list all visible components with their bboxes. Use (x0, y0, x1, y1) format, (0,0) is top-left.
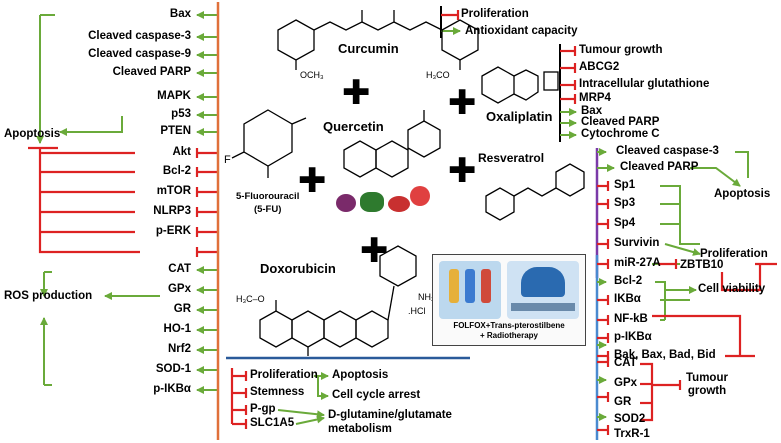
oxaliplatin-structure (481, 66, 559, 104)
doxorubicin-hcl: .HCl (408, 306, 426, 316)
plus-sign-4: ✚ (448, 152, 477, 190)
right-gr: GR (614, 396, 632, 408)
left-target-p-ikba: p-IKBα (153, 383, 191, 395)
right-cleaved-parp: Cleaved PARP (620, 161, 699, 173)
curcumin-methoxy-left: OCH₃ (300, 70, 324, 80)
right-trxr-1: TrxR-1 (614, 428, 650, 440)
oxaliplatin-label: Oxaliplatin (486, 109, 553, 124)
oxaliplatin-effect-cytochrome-c: Cytochrome C (581, 128, 660, 140)
left-red-inhibitors (28, 146, 218, 257)
doxorubicin-label: Doxorubicin (260, 261, 336, 276)
left-target-mapk: MAPK (157, 90, 191, 102)
curcumin-structure (277, 10, 479, 70)
right-cell-viability: Cell viability (698, 283, 766, 295)
curcumin-effect-antioxidant: Antioxidant capacity (465, 25, 578, 37)
oxaliplatin-effect-tumour-growth: Tumour growth (579, 44, 663, 56)
right-bak-bax-bad-bid: Bak, Bax, Bad, Bid (614, 349, 716, 361)
fluorouracil-structure (231, 109, 307, 178)
bottom-target-p-gp: P-gp (250, 403, 276, 415)
right-bcl-2: Bcl-2 (614, 275, 643, 287)
right-survivin: Survivin (614, 237, 660, 249)
plus-sign-2: ✚ (448, 84, 477, 122)
apoptosis-outcome-left: Apoptosis (4, 128, 61, 140)
right-nf-kb: NF-kB (614, 313, 648, 325)
right-sp1: Sp1 (614, 179, 636, 191)
right-ikba: IKBα (614, 293, 641, 305)
left-target-ho-1: HO-1 (163, 323, 191, 335)
quercetin-label: Quercetin (323, 119, 384, 134)
quercetin-structure (343, 110, 441, 178)
curcumin-effect-proliferation: Proliferation (461, 8, 529, 20)
right-cat: CAT (614, 357, 637, 369)
radiotherapy-machine-icon (507, 261, 579, 319)
left-target-cleaved-caspase-9: Cleaved caspase-9 (88, 48, 191, 60)
bottom-outcome-glutamine: D-glutamine/glutamate metabolism (328, 409, 452, 435)
plus-sign-5: ✚ (360, 232, 389, 270)
curcumin-label: Curcumin (338, 41, 399, 56)
oxaliplatin-effect-mrp4: MRP4 (579, 92, 611, 104)
right-proliferation: Proliferation (700, 248, 768, 260)
bottom-target-stemness: Stemness (250, 386, 305, 398)
left-target-bax: Bax (169, 8, 191, 20)
ros-production-outcome: ROS production (4, 290, 93, 302)
left-target-p-erk: p-ERK (155, 225, 191, 237)
left-target-sod-1: SOD-1 (155, 363, 191, 375)
doxorubicin-amine: NH₂ (418, 292, 435, 302)
right-tumour-growth: Tumour growth (686, 372, 728, 397)
fluorouracil-f-atom: F (224, 154, 231, 166)
bottom-target-slc1a5: SLC1A5 (250, 417, 295, 429)
right-green-arrows (597, 148, 749, 421)
left-target-gr: GR (173, 303, 191, 315)
bottom-outcome-cell-cycle-arrest: Cell cycle arrest (332, 389, 421, 401)
left-green-arrows (36, 11, 218, 394)
doxorubicin-methoxy: H₃C–O (236, 294, 265, 304)
left-target-cat: CAT (168, 263, 191, 275)
left-target-cleaved-caspase-3: Cleaved caspase-3 (88, 30, 191, 42)
right-p-ikba: p-IKBα (614, 331, 652, 343)
oxaliplatin-effect-bax: Bax (581, 105, 603, 117)
left-target-pten: PTEN (160, 125, 191, 137)
left-target-p53: p53 (171, 108, 191, 120)
left-target-cleaved-parp: Cleaved PARP (112, 66, 191, 78)
right-gpx: GPx (614, 377, 638, 389)
plus-sign-1: ✚ (342, 74, 371, 112)
resveratrol-label: Resveratrol (478, 151, 545, 165)
bottom-red-inhibitors (230, 368, 248, 429)
bottom-green-arrows (277, 372, 329, 425)
fluorouracil-label: 5-Fluorouracil (5-FU) (236, 191, 300, 215)
doxorubicin-structure (259, 245, 417, 356)
right-sod2: SOD2 (614, 413, 646, 425)
oxaliplatin-effect-cleaved-parp: Cleaved PARP (581, 116, 660, 128)
right-red-inhibitors (597, 181, 777, 435)
bottom-outcome-apoptosis: Apoptosis (332, 369, 389, 381)
right-sp4: Sp4 (614, 217, 636, 229)
right-mir-27a: miR-27A (614, 257, 661, 269)
left-target-gpx: GPx (167, 283, 191, 295)
left-target-nlrp3: NLRP3 (153, 205, 191, 217)
right-zbtb10: ZBTB10 (680, 259, 724, 271)
oxaliplatin-effect-abcg2: ABCG2 (579, 61, 620, 73)
right-sp3: Sp3 (614, 197, 636, 209)
right-cleaved-caspase-3: Cleaved caspase-3 (616, 145, 719, 157)
iv-bag-icon (439, 261, 501, 319)
left-target-akt: Akt (172, 146, 191, 158)
bottom-target-proliferation: Proliferation (250, 369, 318, 381)
fruit-image (336, 184, 432, 214)
oxaliplatin-effect-glutathione: Intracellular glutathione (579, 78, 710, 90)
combo-therapy-label: FOLFOX+Trans-pterostilbene + Radiotherap… (453, 321, 565, 340)
left-target-nrf2: Nrf2 (167, 343, 191, 355)
oxaliplatin-inhibitors (560, 46, 577, 104)
combo-therapy-box: FOLFOX+Trans-pterostilbene + Radiotherap… (432, 254, 586, 346)
right-apoptosis: Apoptosis (714, 188, 771, 200)
resveratrol-structure (485, 163, 585, 221)
curcumin-methoxy-right: H₃CO (426, 70, 450, 80)
left-target-mtor: mTOR (156, 185, 191, 197)
left-target-bcl-2: Bcl-2 (162, 165, 191, 177)
plus-sign-3: ✚ (298, 162, 327, 200)
